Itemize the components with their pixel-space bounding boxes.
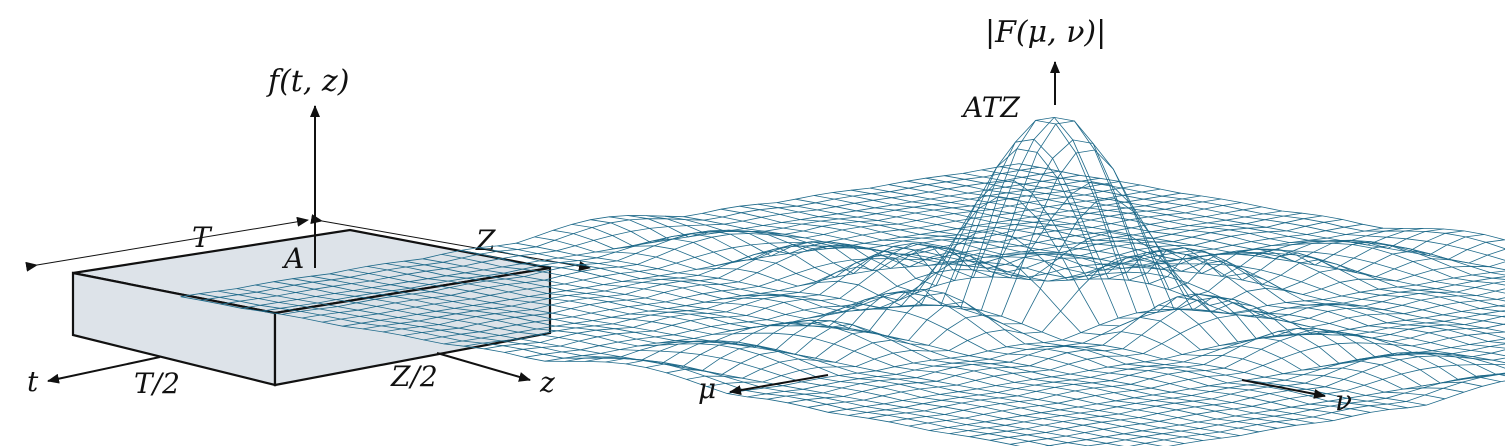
mesh-line-mu xyxy=(221,170,1060,305)
mesh-line-nu xyxy=(441,254,1352,417)
mesh-line-mu xyxy=(787,288,1505,404)
mesh-line-nu xyxy=(497,245,1408,409)
mesh-line-mu xyxy=(1129,373,1505,446)
height-label: A xyxy=(281,242,304,275)
mesh-line-mu xyxy=(261,177,1100,312)
mesh-line-nu xyxy=(255,284,1163,446)
mesh-line-mu xyxy=(908,331,1505,427)
t-extent-label: T xyxy=(192,221,213,254)
mesh-line-nu xyxy=(534,236,1446,400)
mesh-line-mu xyxy=(726,270,1505,394)
mesh-line-nu xyxy=(217,290,1091,446)
mesh-line-nu xyxy=(422,258,1334,421)
mesh-line-nu xyxy=(385,263,1297,426)
mesh-line-nu xyxy=(776,202,1505,333)
mesh-line-nu xyxy=(404,260,1315,424)
mesh-line-nu xyxy=(292,278,1203,441)
mesh-line-nu xyxy=(813,195,1505,318)
mesh-line-nu xyxy=(1000,166,1505,250)
mesh-line-nu xyxy=(981,169,1505,261)
mesh-line-mu xyxy=(504,219,1343,353)
mesh-line-mu xyxy=(524,223,1363,358)
z-axis-arrow xyxy=(436,352,531,382)
peak-label: ATZ xyxy=(960,91,1020,124)
mesh-line-nu xyxy=(236,288,1125,446)
mesh-line-mu xyxy=(807,297,1505,408)
mesh-line-nu xyxy=(739,205,1505,344)
mesh-line-mu xyxy=(1010,363,1505,445)
mesh-line-mu xyxy=(463,212,1303,347)
mesh-line-nu xyxy=(888,184,1505,294)
mesh-line-mu xyxy=(484,215,1323,350)
mesh-line-nu xyxy=(851,189,1505,308)
nu-axis-label: ν xyxy=(1335,384,1352,417)
mesh-line-mu xyxy=(200,166,1040,301)
mesh-line-mu xyxy=(828,304,1505,413)
mesh-line-nu xyxy=(553,196,1464,393)
mesh-line-mu xyxy=(989,355,1505,441)
sinc-surface-mesh xyxy=(180,116,1505,446)
t-half-label: T/2 xyxy=(134,367,180,400)
mesh-line-nu xyxy=(311,275,1222,439)
t-axis-label: t xyxy=(27,365,39,398)
mesh-line-nu xyxy=(832,192,1505,313)
z-axis-label: z xyxy=(539,366,555,399)
mesh-line-mu xyxy=(747,276,1505,398)
mesh-line-nu xyxy=(460,250,1371,413)
spectrum-diagram: |F(μ, ν)| ATZ μ ν xyxy=(180,15,1505,446)
function-label: f(t, z) xyxy=(266,64,349,99)
mesh-line-nu xyxy=(627,139,1505,378)
mesh-line-nu xyxy=(795,198,1505,326)
mesh-line-nu xyxy=(907,180,1505,286)
mesh-line-mu xyxy=(848,310,1505,416)
mesh-line-mu xyxy=(706,255,1505,387)
mesh-line-nu xyxy=(869,187,1505,302)
mesh-line-mu xyxy=(868,315,1505,419)
mesh-line-nu xyxy=(758,203,1505,339)
mesh-line-nu xyxy=(702,213,1505,357)
mesh-line-nu xyxy=(683,216,1505,364)
box-function-diagram: f(t, z) A T Z T/2 Z/2 t z xyxy=(25,64,591,400)
mesh-line-mu xyxy=(544,227,1384,362)
mesh-line-mu xyxy=(443,210,1282,345)
nu-axis-arrow xyxy=(1241,379,1326,399)
t-dimension-line xyxy=(25,216,309,272)
mesh-line-mu xyxy=(625,116,1465,368)
mesh-line-nu xyxy=(348,269,1259,433)
z-extent-label: Z xyxy=(475,224,496,257)
mesh-line-mu xyxy=(969,349,1505,438)
mesh-line-mu xyxy=(241,174,1080,309)
mesh-line-mu xyxy=(1168,380,1505,446)
mesh-line-nu xyxy=(1018,163,1505,241)
mesh-line-mu xyxy=(1084,373,1505,446)
mesh-line-mu xyxy=(180,163,1019,298)
mesh-line-nu xyxy=(366,266,1278,429)
mesh-line-nu xyxy=(329,273,1241,436)
z-half-label: Z/2 xyxy=(390,360,438,393)
mesh-line-mu xyxy=(888,323,1505,423)
mesh-line-mu xyxy=(686,197,1505,380)
mesh-line-nu xyxy=(962,173,1505,271)
mesh-line-nu xyxy=(180,296,1021,446)
mesh-line-mu xyxy=(949,343,1505,434)
mu-axis-label: μ xyxy=(698,372,716,405)
mesh-line-nu xyxy=(478,247,1390,410)
magnitude-label: |F(μ, ν)| xyxy=(985,15,1106,50)
mesh-line-mu xyxy=(666,149,1505,375)
mesh-line-mu xyxy=(322,188,1161,323)
mesh-line-nu xyxy=(515,242,1427,406)
mesh-line-mu xyxy=(382,198,1222,333)
mesh-line-mu xyxy=(423,206,1262,341)
mesh-line-nu xyxy=(273,281,1185,444)
mesh-line-mu xyxy=(767,280,1505,400)
mesh-line-mu xyxy=(403,202,1242,336)
mesh-line-mu xyxy=(605,138,1444,365)
mesh-line-mu xyxy=(302,184,1141,319)
t-axis-arrow xyxy=(47,356,161,384)
mu-axis-arrow xyxy=(729,374,829,396)
mesh-line-mu xyxy=(645,120,1485,372)
